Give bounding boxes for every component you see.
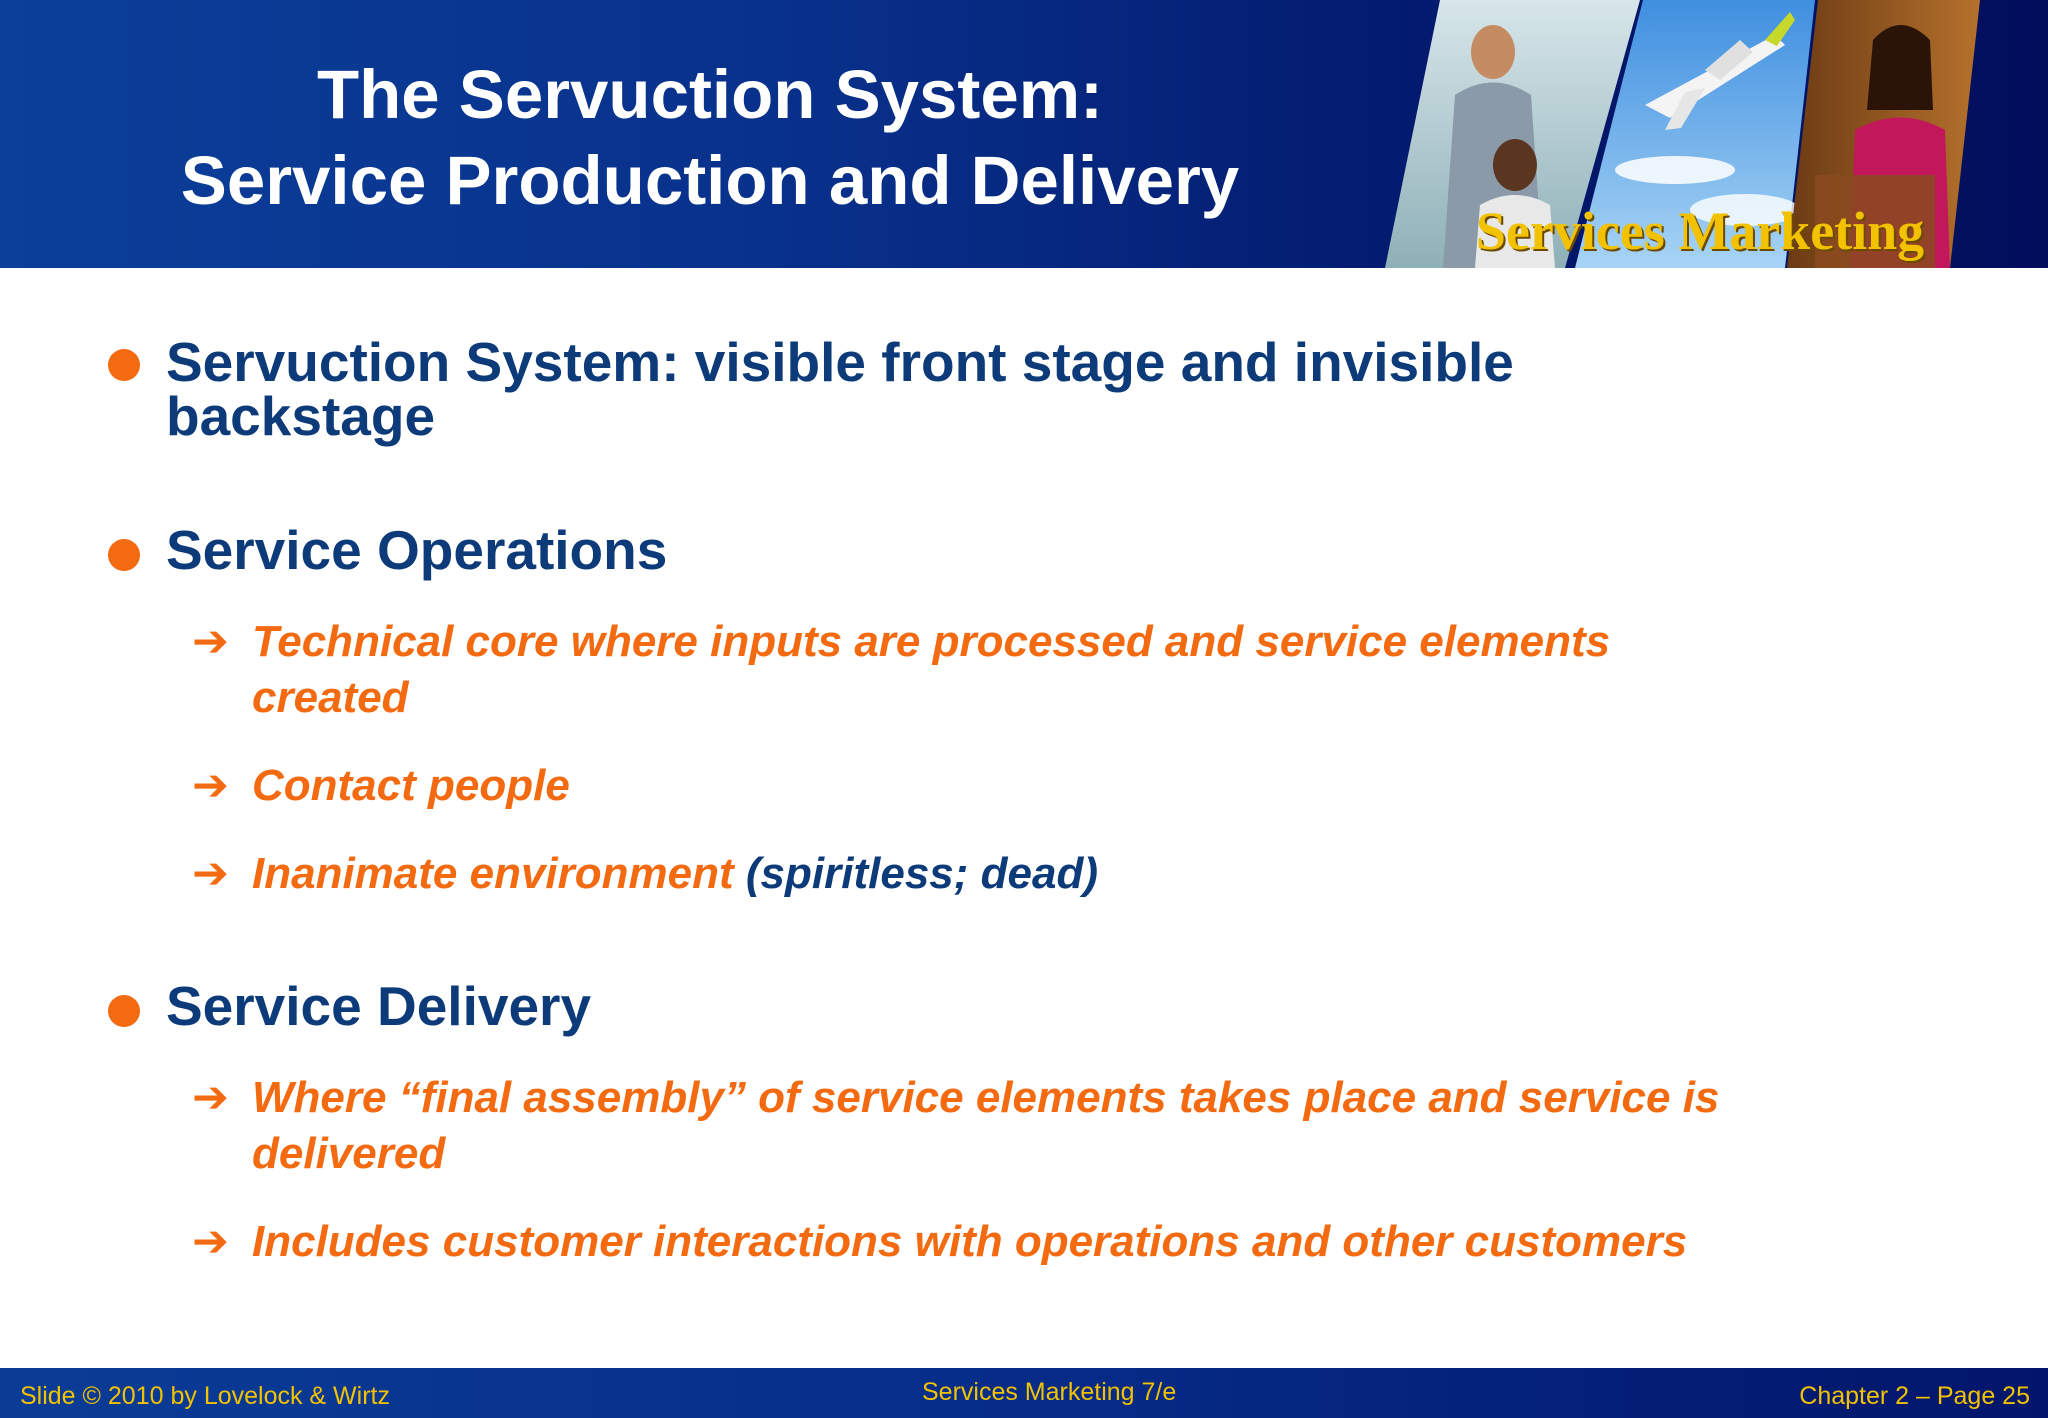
title-line-2: Service Production and Delivery xyxy=(180,142,1240,219)
arrow-icon: ➔ xyxy=(192,1073,229,1122)
slide-footer: Slide © 2010 by Lovelock & Wirtz Service… xyxy=(0,1368,2048,1418)
slide-header: The Servuction System: Service Productio… xyxy=(0,0,2048,268)
services-marketing-logo: Services Marketing xyxy=(1475,201,1925,261)
sub-bullet-customer-interactions: Includes customer interactions with oper… xyxy=(252,1217,1688,1266)
sub-bullet-final-assembly: Where “final assembly” of service elemen… xyxy=(252,1070,1719,1182)
bullet-dot xyxy=(108,995,140,1027)
bullet-servuction-system: Servuction System: visible front stage a… xyxy=(166,334,1514,444)
bullet-dot xyxy=(108,539,140,571)
sub-bullet-note: (spiritless; dead) xyxy=(733,849,1098,898)
header-photo-collage xyxy=(1385,0,1980,268)
arrow-icon: ➔ xyxy=(192,849,229,898)
title-line-1: The Servuction System: xyxy=(316,56,1104,133)
footer-copyright: Slide © 2010 by Lovelock & Wirtz xyxy=(20,1382,390,1410)
sub-bullet-text: created xyxy=(252,673,409,722)
bullet-text: backstage xyxy=(166,385,436,447)
sub-bullet-text: Technical core where inputs are processe… xyxy=(252,617,1611,666)
sub-bullet-text: Inanimate environment xyxy=(252,849,734,898)
slide-body: Servuction System: visible front stage a… xyxy=(0,268,2048,1368)
bullet-service-operations: Service Operations xyxy=(166,519,668,581)
sub-bullet-inanimate-environment: Inanimate environment (spiritless; dead) xyxy=(252,846,1098,902)
footer-page-number: Chapter 2 – Page 25 xyxy=(1799,1382,2030,1410)
arrow-icon: ➔ xyxy=(192,617,229,666)
footer-book-title: Services Marketing 7/e xyxy=(922,1378,1177,1406)
bullet-service-delivery: Service Delivery xyxy=(166,975,592,1037)
slide-title: The Servuction System: Service Productio… xyxy=(40,52,1380,224)
sub-bullet-text: Where “final assembly” of service elemen… xyxy=(252,1073,1720,1122)
sub-bullet-text: delivered xyxy=(252,1129,446,1178)
arrow-icon: ➔ xyxy=(192,761,229,810)
arrow-icon: ➔ xyxy=(192,1217,229,1266)
sub-bullet-contact-people: Contact people xyxy=(252,761,570,810)
bullet-text: Servuction System: visible front stage a… xyxy=(166,331,1514,393)
sub-bullet-technical-core: Technical core where inputs are processe… xyxy=(252,614,1610,726)
bullet-dot xyxy=(108,349,140,381)
